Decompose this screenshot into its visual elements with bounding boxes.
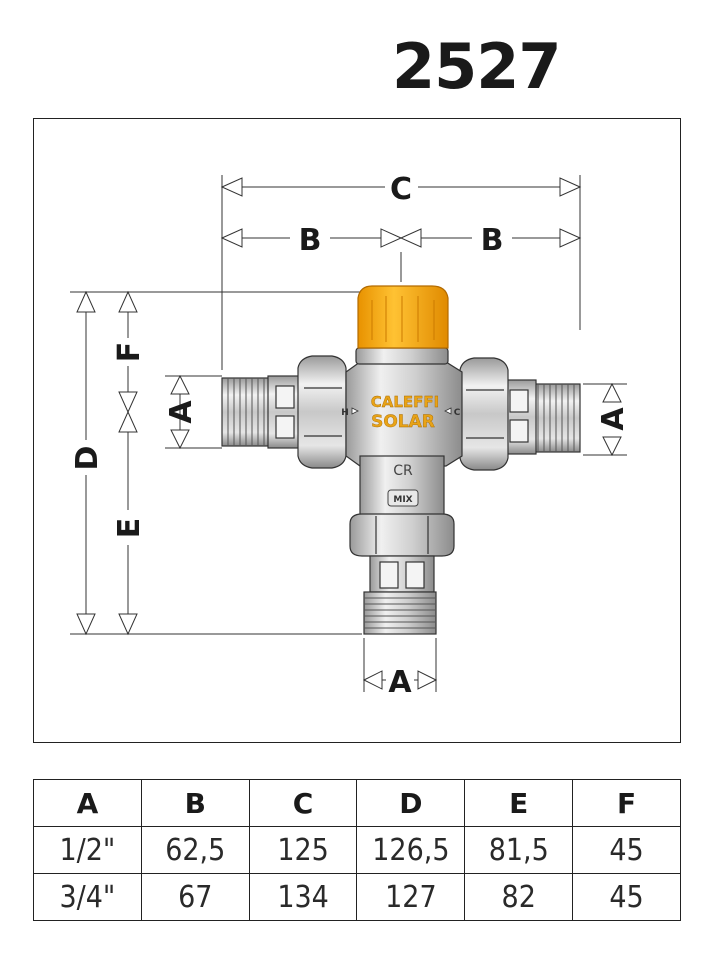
cell-c: 125	[248, 826, 358, 874]
hot-arrow-icon	[351, 407, 359, 415]
dimensions-table: A B C D E F 1/2" 62,5 125 126,5 81,5 45 …	[33, 779, 681, 921]
mix-badge	[387, 489, 419, 507]
header-d: D	[356, 779, 466, 827]
cell-f: 45	[572, 826, 681, 874]
cell-b: 62,5	[140, 826, 250, 874]
bottom-nut	[349, 513, 455, 557]
drawing-frame	[33, 118, 681, 743]
cell-f: 45	[572, 873, 681, 921]
table-row: 1/2" 62,5 125 126,5 81,5 45	[33, 826, 681, 874]
left-nut	[297, 355, 347, 469]
dim-label-c: C	[390, 172, 412, 207]
cell-e: 81,5	[464, 826, 574, 874]
temperature-knob	[357, 285, 449, 349]
knob-collar	[355, 347, 449, 365]
dim-label-a-right: A	[596, 407, 631, 431]
mixing-valve	[221, 285, 581, 635]
cell-d: 126,5	[356, 826, 466, 874]
table-row: 3/4" 67 134 127 82 45	[33, 873, 681, 921]
dim-label-d: D	[70, 446, 105, 471]
dim-label-a-bottom: A	[388, 665, 412, 700]
product-code-title: 2527	[392, 30, 562, 103]
dim-label-f: F	[112, 342, 147, 363]
cold-mark: C	[454, 408, 461, 418]
cell-b: 67	[140, 873, 250, 921]
dim-label-a-left: A	[164, 400, 199, 424]
header-e: E	[464, 779, 574, 827]
cell-e: 82	[464, 873, 574, 921]
table-header-row: A B C D E F	[33, 779, 681, 827]
cell-a: 1/2"	[33, 826, 142, 874]
brand-line-2: SOLAR	[371, 412, 435, 432]
header-a: A	[33, 779, 142, 827]
cell-d: 127	[356, 873, 466, 921]
cold-arrow-icon	[444, 407, 452, 415]
certification-mark: CR	[393, 463, 413, 479]
dimension-arrows	[76, 177, 622, 690]
dim-label-e: E	[112, 518, 147, 539]
dim-label-b-right: B	[481, 223, 504, 258]
cell-a: 3/4"	[33, 873, 142, 921]
header-f: F	[572, 779, 681, 827]
valve-neck	[359, 455, 445, 521]
brand-line-1: CALEFFI	[371, 393, 440, 411]
header-c: C	[248, 779, 358, 827]
bottom-thread	[363, 591, 437, 635]
mix-mark: MIX	[393, 495, 412, 505]
right-nut	[459, 357, 509, 471]
cell-c: 134	[248, 873, 358, 921]
dim-label-b-left: B	[299, 223, 322, 258]
hot-mark: H	[341, 408, 349, 418]
header-b: B	[140, 779, 250, 827]
